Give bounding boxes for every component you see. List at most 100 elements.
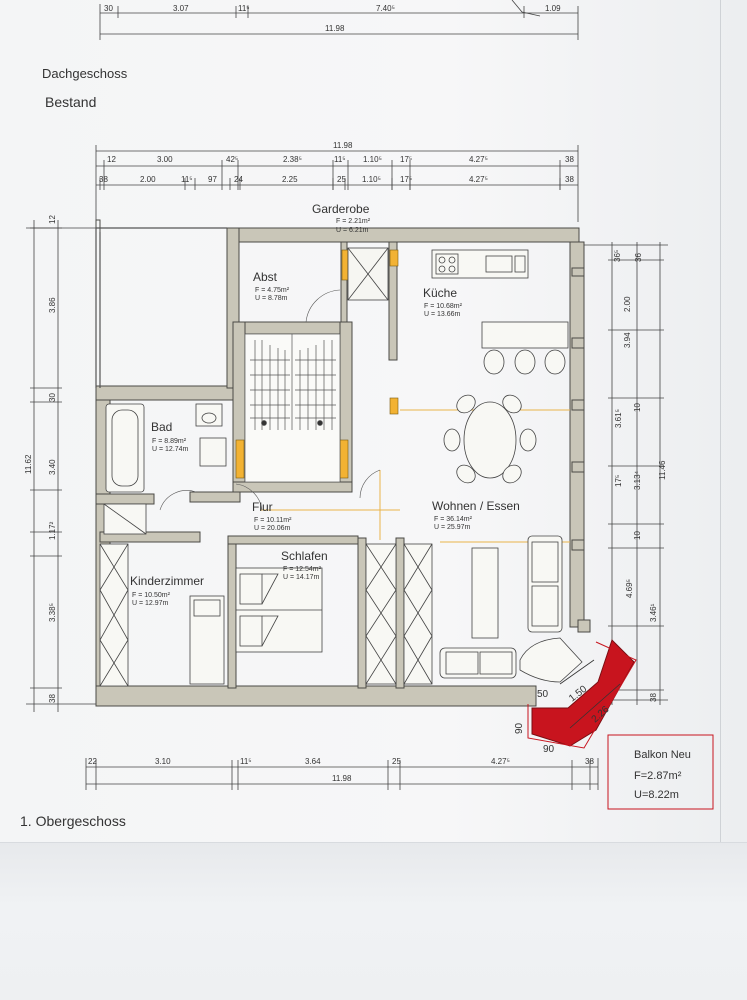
dim-label: 4.27⁵ — [469, 155, 488, 164]
dim-label: 2.00 — [140, 175, 156, 184]
top-strip-dim: 1.09 — [545, 4, 561, 13]
balcony-area: F=2.87m² — [634, 770, 682, 782]
dim-label: 4.27⁵ — [491, 757, 510, 766]
room-perimeter-abst: U = 8.78m — [255, 295, 288, 302]
living-furniture — [439, 535, 583, 683]
left-dimension-chain — [26, 220, 96, 712]
dim-label: 38 — [565, 155, 574, 164]
room-perimeter-flur: U = 20.06m — [254, 525, 291, 532]
dim-label: 11⁵ — [334, 155, 346, 164]
dim-overall: 11.98 — [332, 774, 352, 783]
room-name-schlafen: Schlafen — [281, 549, 328, 563]
dim-label: 3.13⁴ — [633, 470, 642, 490]
room-area-schlafen: F = 12.54m² — [283, 566, 322, 573]
room-perimeter-schlafen: U = 14.17m — [283, 574, 320, 581]
room-name-kueche: Küche — [423, 286, 457, 300]
garderobe-wardrobe — [347, 247, 389, 301]
room-area-flur: F = 10.11m² — [254, 517, 292, 524]
balcony-dim-left: 50 — [537, 689, 549, 700]
balcony-info-box: Balkon Neu F=2.87m² U=8.22m — [607, 734, 714, 810]
room-labels: Garderobe F = 2.21m² U = 6.21m Abst F = … — [130, 202, 520, 607]
dim-label: 1.10⁵ — [362, 175, 381, 184]
room-perimeter-wohnen: U = 25.97m — [434, 524, 471, 531]
dim-label: 2.38⁵ — [283, 155, 302, 164]
dim-label: 3.86 — [48, 297, 57, 313]
dim-label: 4.69⁵ — [625, 579, 634, 598]
schlafen-furniture — [235, 543, 433, 685]
room-name-garderobe: Garderobe — [312, 202, 370, 216]
room-perimeter-bad: U = 12.74m — [152, 446, 189, 453]
dim-label: 10 — [633, 531, 642, 540]
heading-existing: Bestand — [45, 94, 96, 110]
dim-label: 25 — [337, 175, 346, 184]
top-strip-overall: 11.98 — [325, 24, 345, 33]
room-area-kinderzimmer: F = 10.50m² — [132, 592, 171, 599]
dim-label: 10 — [633, 403, 642, 412]
balcony — [527, 639, 637, 749]
door-swings — [159, 289, 381, 511]
dim-label: 1.10⁵ — [363, 155, 382, 164]
room-perimeter-garderobe: U = 6.21m — [336, 227, 369, 234]
top-strip-dim: 11⁵ — [238, 4, 250, 13]
room-name-flur: Flur — [252, 500, 273, 514]
dim-label: 30 — [48, 393, 57, 402]
dim-label: 2.00 — [623, 296, 632, 312]
room-name-abst: Abst — [253, 270, 278, 284]
right-dimension-chain — [580, 242, 668, 705]
top-strip-labels: 30 3.07 11⁵ 7.40⁵ 1.09 11.98 — [104, 4, 561, 33]
room-perimeter-kueche: U = 13.66m — [424, 311, 461, 318]
dim-label: 25 — [392, 757, 401, 766]
heading-floor: 1. Obergeschoss — [20, 813, 126, 829]
dining-table — [443, 394, 537, 484]
dim-label: 11⁵ — [240, 757, 252, 766]
dim-label: 3.61⁵ — [614, 409, 623, 428]
balcony-dim-side: 90 — [514, 722, 525, 734]
top-dimension-strip — [99, 0, 579, 40]
fold-line — [720, 0, 721, 842]
staircase — [244, 333, 341, 483]
dim-label: 38 — [565, 175, 574, 184]
room-area-abst: F = 4.75m² — [255, 287, 290, 294]
dim-label: 36⁵ — [613, 250, 622, 262]
dim-label: 42⁵ — [226, 155, 238, 164]
balcony-title: Balkon Neu — [634, 749, 691, 761]
bottom-dimension-labels: 22 3.10 11⁵ 3.64 25 4.27⁵ 38 11.98 — [88, 757, 594, 783]
left-dimension-labels: 12 3.86 30 3.40 1.17² 3.38⁵ 38 11.62 — [24, 215, 57, 703]
yellow-accents — [235, 249, 399, 479]
dim-label: 1.17² — [48, 521, 57, 540]
heading-top-floor: Dachgeschoss — [42, 66, 128, 81]
dim-label: 12 — [48, 215, 57, 224]
dim-label: 3.64 — [305, 757, 321, 766]
dim-label: 3.94 — [623, 332, 632, 348]
balcony-dim-bottom: 90 — [543, 744, 555, 755]
dim-label: 38 — [585, 757, 594, 766]
room-name-wohnen: Wohnen / Essen — [432, 499, 520, 513]
room-area-garderobe: F = 2.21m² — [336, 218, 371, 225]
dim-label: 3.46¹ — [649, 603, 658, 622]
dim-overall: 11.46 — [658, 460, 667, 480]
dim-label: 22 — [88, 757, 97, 766]
dim-label: 97 — [208, 175, 217, 184]
kinderzimmer-furniture — [99, 543, 225, 687]
dim-overall: 11.98 — [333, 141, 353, 150]
balcony-perimeter: U=8.22m — [634, 789, 679, 801]
top-dimension-labels: 11.98 12 3.00 42⁵ 2.38⁵ 11⁵ 1.10⁵ 17⁵ 4.… — [99, 141, 574, 184]
dim-label: 11⁵ — [181, 175, 193, 184]
right-dimension-labels: 36⁵ 36 2.00 3.94 3.61⁵ 10 17⁵ 3.13⁴ 10 4… — [613, 250, 667, 702]
lower-paper-sheet — [0, 842, 747, 1000]
dim-label: 38 — [649, 693, 658, 702]
kitchen-counter — [431, 249, 569, 375]
dim-label: 38 — [48, 694, 57, 703]
top-dimension-chain — [95, 145, 579, 222]
dim-label: 12 — [107, 155, 116, 164]
dim-label: 17⁵ — [614, 475, 623, 487]
dim-label: 17⁵ — [400, 155, 412, 164]
dim-label: 3.40 — [48, 459, 57, 475]
room-area-wohnen: F = 36.14m² — [434, 516, 473, 523]
dim-label: 3.10 — [155, 757, 171, 766]
dim-label: 38 — [99, 175, 108, 184]
existing-outline — [95, 227, 227, 388]
dim-label: 17⁵ — [400, 175, 412, 184]
